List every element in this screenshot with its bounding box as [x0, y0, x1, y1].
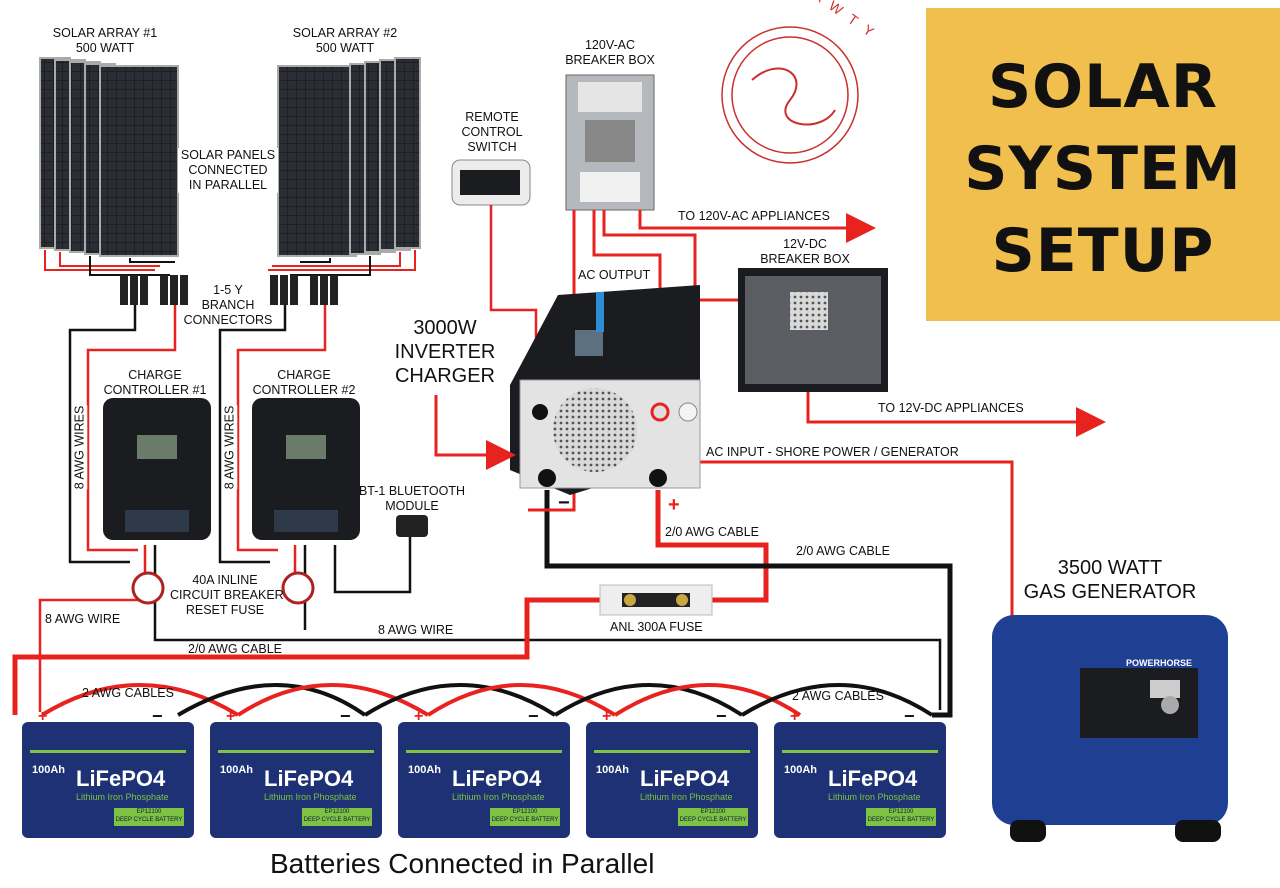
inline-breaker-2 — [281, 571, 315, 605]
inline-breaker-1 — [131, 571, 165, 605]
battery-capacity: 100Ah — [220, 764, 254, 776]
battery-terminal-plus: + — [602, 708, 612, 725]
battery-capacity: 100Ah — [32, 764, 66, 776]
battery-terminal-minus: − — [716, 706, 727, 726]
battery-subtitle: Lithium Iron Phosphate — [76, 792, 169, 802]
dc-breaker-box — [738, 268, 888, 392]
battery-capacity: 100Ah — [784, 764, 818, 776]
cable-20-label-b: 2/0 AWG CABLE — [665, 525, 760, 540]
battery-chemistry: LiFePO4 — [264, 766, 354, 791]
battery-subtitle: Lithium Iron Phosphate — [640, 792, 733, 802]
awty-logo — [721, 26, 859, 164]
ac-input-label: AC INPUT - SHORE POWER / GENERATOR — [706, 445, 959, 459]
battery-terminal-plus: + — [414, 708, 424, 725]
footer-caption: Batteries Connected in Parallel — [270, 848, 655, 879]
battery-chemistry: LiFePO4 — [452, 766, 542, 791]
main-cables — [12, 490, 953, 718]
cables2-label-b: 2 AWG CABLES — [792, 689, 884, 703]
battery-terminal-plus: + — [226, 708, 236, 725]
battery-subtitle: Lithium Iron Phosphate — [828, 792, 921, 802]
battery-subtitle: Lithium Iron Phosphate — [452, 792, 545, 802]
battery-terminal-minus: − — [528, 706, 539, 726]
ac-breaker-box — [565, 74, 655, 211]
cable-20-label-a: 2/0 AWG CABLE — [188, 642, 283, 656]
battery-terminal-minus: − — [904, 706, 915, 726]
solar-array-2 — [277, 57, 421, 257]
awg8-wire-label-b: 8 AWG WIRE — [378, 623, 454, 637]
cables2-label-a: 2 AWG CABLES — [82, 686, 174, 700]
bt-module — [396, 515, 428, 537]
battery-capacity: 100Ah — [596, 764, 630, 776]
to-ac-label: TO 120V-AC APPLIANCES — [678, 209, 830, 223]
title-line-3: SETUP — [991, 216, 1215, 286]
title-line-2: SYSTEM — [964, 134, 1242, 204]
battery-terminal-plus: + — [38, 708, 48, 725]
charge-controller-1 — [103, 398, 211, 540]
battery-chemistry: LiFePO4 — [640, 766, 730, 791]
inverter-pointer-arrow — [434, 395, 516, 470]
battery-terminal-minus: − — [152, 706, 163, 726]
solar-array-1 — [39, 57, 179, 257]
battery-capacity: 100Ah — [408, 764, 442, 776]
anl-fuse — [599, 584, 713, 616]
awg8-wires-2-label: 8 AWG WIRES — [222, 405, 238, 490]
battery-subtitle: Lithium Iron Phosphate — [264, 792, 357, 802]
awg8-wire-label-a: 8 AWG WIRE — [45, 612, 121, 626]
anl-fuse-label: ANL 300A FUSE — [610, 620, 703, 634]
generator-brand: POWERHORSE — [1126, 658, 1193, 668]
inverter-minus: − — [558, 492, 570, 514]
to-dc-label: TO 12V-DC APPLIANCES — [878, 401, 1024, 415]
title-box: SOLAR SYSTEM SETUP — [926, 8, 1280, 321]
charge-controller-2 — [252, 398, 360, 540]
branch-connectors — [120, 275, 338, 305]
cable-20-label-c: 2/0 AWG CABLE — [796, 544, 891, 558]
awg8-wires-1-label: 8 AWG WIRES — [72, 405, 88, 490]
remote-switch — [451, 159, 531, 206]
inverter-charger — [510, 285, 701, 495]
ac-output-label: AC OUTPUT — [578, 268, 651, 283]
battery-chemistry: LiFePO4 — [76, 766, 166, 791]
panel-leads — [44, 250, 416, 276]
gas-generator — [992, 615, 1228, 842]
battery-jumpers — [40, 683, 934, 717]
title-line-1: SOLAR — [987, 52, 1219, 122]
battery-chemistry: LiFePO4 — [828, 766, 918, 791]
battery-terminal-minus: − — [340, 706, 351, 726]
battery-terminal-plus: + — [790, 708, 800, 725]
inverter-plus: + — [668, 494, 680, 516]
